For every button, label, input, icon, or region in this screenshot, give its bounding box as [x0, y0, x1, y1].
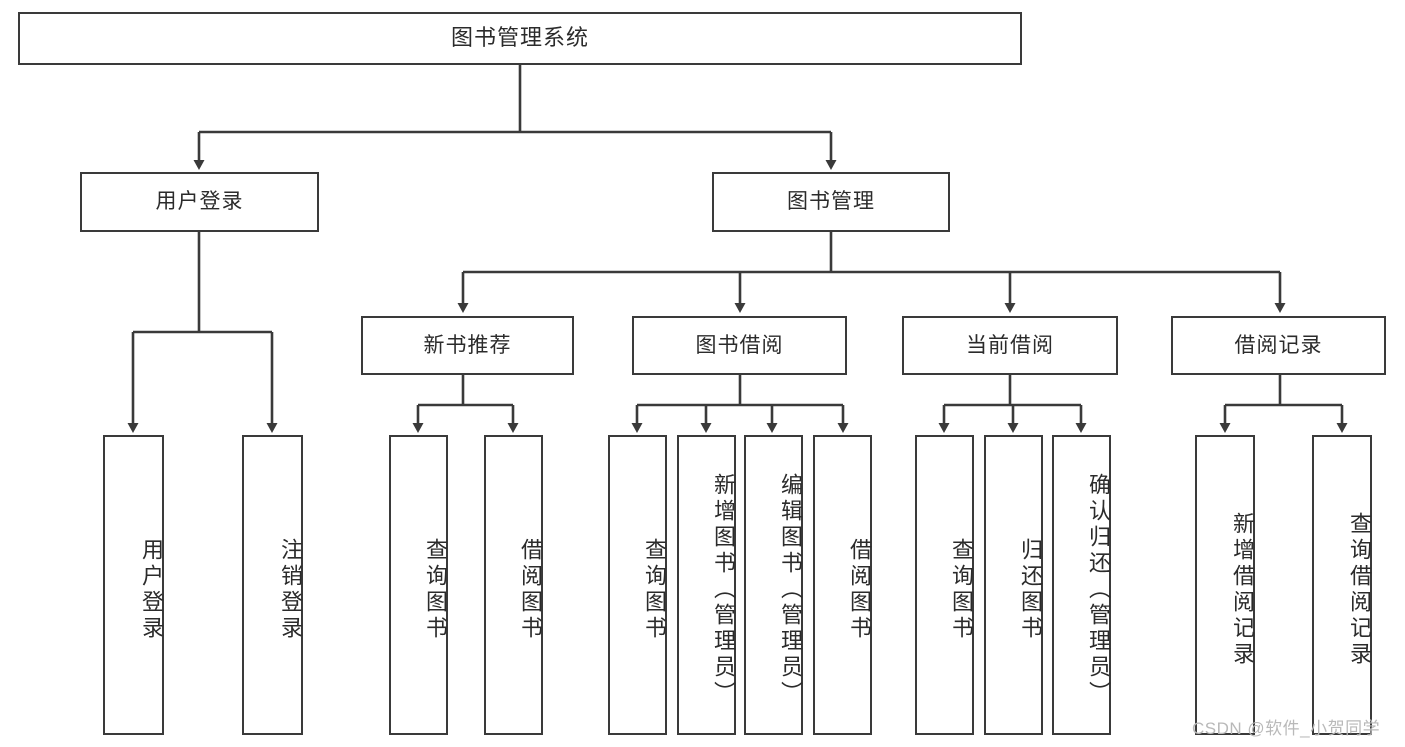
node-label: 借阅图书 [847, 538, 872, 642]
leaf-new-book-borrow[interactable]: 借阅图书 [484, 435, 543, 735]
node-user-login[interactable]: 用户登录 [80, 172, 319, 232]
node-label: 查询图书 [423, 538, 448, 642]
node-label: 借阅图书 [518, 538, 543, 642]
node-label: 图书管理系统 [450, 25, 589, 51]
leaf-borrow-add-book-admin[interactable]: 新增图书（管理员） [677, 435, 736, 735]
node-label: 确认归还（管理员） [1086, 473, 1111, 707]
node-label: 用户登录 [155, 190, 244, 214]
leaf-new-book-query[interactable]: 查询图书 [389, 435, 448, 735]
leaf-current-return-book[interactable]: 归还图书 [984, 435, 1043, 735]
leaf-record-query-record[interactable]: 查询借阅记录 [1312, 435, 1372, 735]
node-label: 注销登录 [278, 538, 303, 642]
node-new-book-recommend[interactable]: 新书推荐 [361, 316, 574, 375]
node-current-borrow[interactable]: 当前借阅 [902, 316, 1118, 375]
node-label: 新增图书（管理员） [711, 473, 736, 707]
node-label: 编辑图书（管理员） [778, 473, 803, 707]
node-label: 新增借阅记录 [1230, 512, 1255, 668]
node-label: 用户登录 [139, 538, 164, 642]
node-borrow-record[interactable]: 借阅记录 [1171, 316, 1386, 375]
node-label: 图书借阅 [695, 333, 784, 357]
watermark-csdn: CSDN @软件_小贺同学 [1192, 719, 1381, 738]
node-label: 查询图书 [642, 538, 667, 642]
node-root-system[interactable]: 图书管理系统 [18, 12, 1022, 65]
node-label: 查询图书 [949, 538, 974, 642]
leaf-current-confirm-return-admin[interactable]: 确认归还（管理员） [1052, 435, 1111, 735]
leaf-record-add-record[interactable]: 新增借阅记录 [1195, 435, 1255, 735]
leaf-borrow-edit-book-admin[interactable]: 编辑图书（管理员） [744, 435, 803, 735]
node-label: 查询借阅记录 [1347, 512, 1372, 668]
leaf-user-login-logout[interactable]: 注销登录 [242, 435, 303, 735]
leaf-borrow-query-book[interactable]: 查询图书 [608, 435, 667, 735]
node-label: 归还图书 [1018, 538, 1043, 642]
node-label: 当前借阅 [966, 333, 1054, 357]
leaf-current-query-book[interactable]: 查询图书 [915, 435, 974, 735]
node-label: 借阅记录 [1234, 333, 1323, 357]
node-book-management[interactable]: 图书管理 [712, 172, 950, 232]
node-book-borrow[interactable]: 图书借阅 [632, 316, 847, 375]
node-label: 图书管理 [787, 190, 875, 214]
leaf-borrow-borrow-book[interactable]: 借阅图书 [813, 435, 872, 735]
leaf-user-login-login[interactable]: 用户登录 [103, 435, 164, 735]
node-label: 新书推荐 [423, 333, 512, 357]
